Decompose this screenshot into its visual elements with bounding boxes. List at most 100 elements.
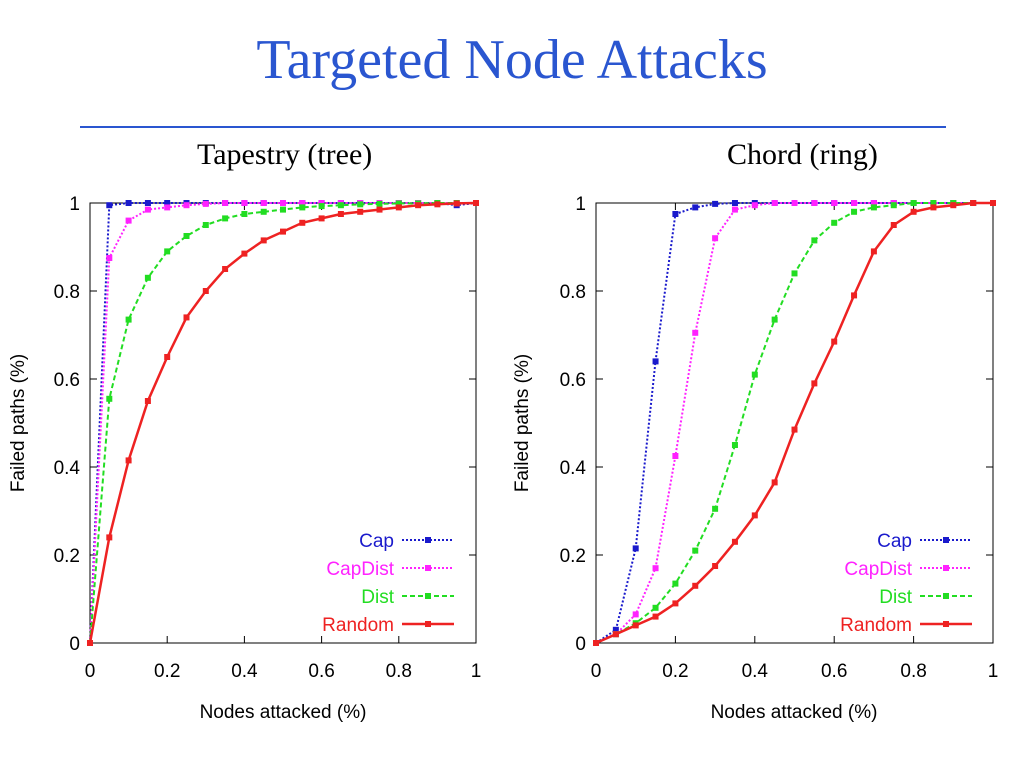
legend-marker-cap <box>943 537 949 543</box>
y-tick-label: 0.4 <box>54 458 81 479</box>
data-point-random <box>106 534 113 541</box>
data-point-dist <box>811 237 818 244</box>
data-point-random <box>751 512 758 519</box>
data-point-random <box>890 222 897 228</box>
data-point-random <box>183 314 190 321</box>
data-point-random <box>473 200 479 206</box>
data-point-cap <box>106 202 113 209</box>
data-point-random <box>593 640 599 646</box>
series-line-random <box>595 201 993 645</box>
plot-frame <box>595 202 994 644</box>
series-line-capdist <box>89 202 476 644</box>
x-tick-label: 0.4 <box>742 661 769 682</box>
data-point-dist <box>106 395 113 402</box>
legend-label-random: Random <box>840 615 912 636</box>
data-point-dist <box>851 208 858 215</box>
data-point-cap <box>712 200 719 207</box>
data-point-dist <box>930 200 937 206</box>
y-tick-label: 1 <box>69 194 80 215</box>
data-point-dist <box>771 316 778 323</box>
data-point-cap <box>672 211 679 217</box>
x-tick-label: 1 <box>471 661 482 682</box>
data-point-random <box>652 613 659 620</box>
data-point-cap <box>125 200 132 206</box>
chart-title-tapestry: Tapestry (tree) <box>197 138 373 171</box>
data-point-dist <box>125 316 132 323</box>
data-point-capdist <box>183 202 190 209</box>
data-point-random <box>970 200 977 206</box>
x-tick-label: 1 <box>988 661 999 682</box>
y-tick-label: 0.6 <box>54 370 80 391</box>
y-tick-label: 0.8 <box>560 282 586 303</box>
data-point-random <box>202 288 209 294</box>
y-axis-label: Failed paths (%) <box>512 354 533 492</box>
x-axis-label: Nodes attacked (%) <box>711 702 878 723</box>
data-point-dist <box>376 200 383 207</box>
data-point-dist <box>337 202 344 209</box>
data-point-dist <box>241 211 248 217</box>
data-point-random <box>222 266 229 272</box>
data-point-capdist <box>144 206 151 213</box>
data-point-random <box>692 582 699 589</box>
series-line-dist <box>595 202 993 644</box>
data-point-dist <box>222 215 229 222</box>
x-axis-label: Nodes attacked (%) <box>200 702 367 723</box>
data-point-dist <box>357 201 364 208</box>
data-point-capdist <box>652 565 659 572</box>
x-tick-label: 0.2 <box>662 661 688 682</box>
data-point-capdist <box>712 235 719 242</box>
data-point-dist <box>395 200 402 207</box>
legend-marker-random <box>425 621 431 627</box>
data-point-capdist <box>222 200 229 206</box>
data-point-random <box>415 202 422 209</box>
data-point-capdist <box>791 200 798 206</box>
x-tick-label: 0.6 <box>821 661 847 682</box>
x-tick-label: 0.8 <box>900 661 926 682</box>
data-point-capdist <box>751 202 758 209</box>
data-point-cap <box>652 358 659 365</box>
x-tick-label: 0 <box>85 661 96 682</box>
data-point-capdist <box>870 200 877 206</box>
legend-label-capdist: CapDist <box>326 559 394 580</box>
data-point-cap <box>692 204 699 211</box>
data-point-random <box>771 479 778 486</box>
legend-label-dist: Dist <box>879 587 912 608</box>
data-point-random <box>950 202 957 209</box>
data-point-random <box>164 354 171 360</box>
data-point-dist <box>183 233 190 239</box>
data-point-random <box>357 208 364 215</box>
chart-title-chord: Chord (ring) <box>727 138 878 171</box>
series-line-dist <box>89 202 476 644</box>
data-point-random <box>299 219 306 226</box>
data-point-dist <box>751 371 758 378</box>
data-point-random <box>125 457 132 464</box>
data-point-dist <box>164 248 171 255</box>
x-tick-label: 0.6 <box>308 661 334 682</box>
y-tick-label: 0 <box>575 634 586 655</box>
x-tick-label: 0.2 <box>154 661 180 682</box>
data-point-random <box>280 228 286 235</box>
data-point-random <box>930 204 937 211</box>
legend-marker-cap <box>425 537 431 543</box>
y-tick-label: 0.8 <box>54 282 80 303</box>
data-point-capdist <box>202 200 209 207</box>
legend-marker-capdist <box>943 565 949 571</box>
data-point-capdist <box>731 206 738 213</box>
legend-label-dist: Dist <box>361 587 394 608</box>
data-point-capdist <box>318 200 325 206</box>
data-point-random <box>241 250 248 257</box>
x-tick-label: 0.4 <box>231 661 258 682</box>
data-point-random <box>851 292 858 299</box>
data-point-cap <box>731 200 738 206</box>
data-point-dist <box>870 204 877 211</box>
data-point-capdist <box>164 204 171 211</box>
data-point-random <box>870 248 877 255</box>
plot-frame <box>89 202 477 644</box>
data-point-capdist <box>125 217 132 224</box>
legend-marker-dist <box>943 593 949 599</box>
data-point-capdist <box>831 200 838 206</box>
data-point-capdist <box>280 200 286 206</box>
data-point-random <box>434 201 441 208</box>
y-tick-label: 0.4 <box>560 458 587 479</box>
